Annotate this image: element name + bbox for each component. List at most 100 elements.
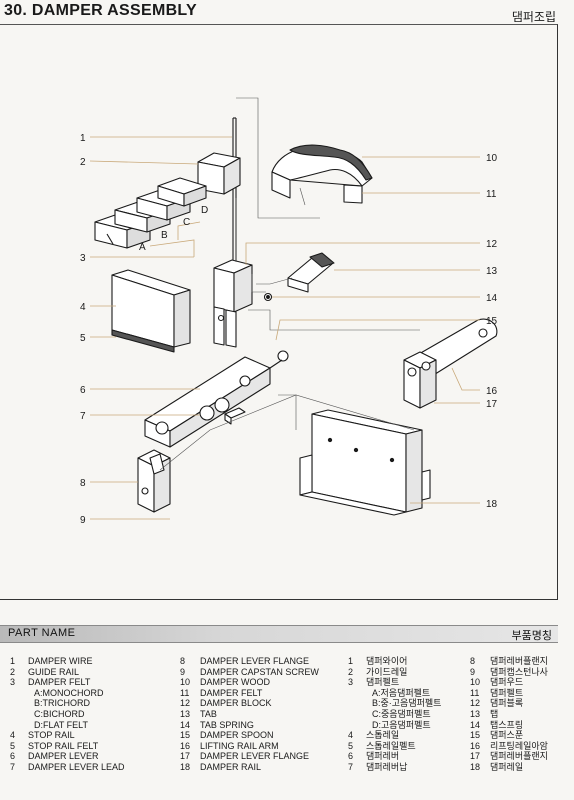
part-name: DAMPER FELT	[200, 687, 263, 698]
callout-6: 6	[80, 385, 86, 396]
callout-17: 17	[486, 399, 498, 410]
part-number: 17	[470, 751, 481, 762]
part-list-item: B:중·고음댐퍼펠트	[348, 698, 441, 709]
part-name: DAMPER LEVER FLANGE	[200, 656, 310, 666]
page-title-korean: 댐퍼조립	[511, 10, 556, 24]
part-number: 2	[10, 666, 16, 677]
felt-label-d: D	[201, 205, 208, 216]
part-name: 댐퍼레일	[490, 761, 524, 772]
part-list-item: 18 댐퍼레일	[470, 762, 548, 773]
callout-10: 10	[486, 153, 498, 164]
part-number: 3	[10, 677, 16, 688]
part-list-item: 13 탭	[470, 709, 548, 720]
part-number: 15	[470, 730, 481, 741]
part-list-item: C:중음댐퍼펠트	[348, 709, 441, 720]
part-name: 댐퍼블록	[490, 698, 524, 709]
part-number: 4	[10, 730, 16, 741]
part-number: 6	[348, 751, 354, 762]
callout-12: 12	[486, 239, 498, 250]
callout-5: 5	[80, 333, 86, 344]
callout-7: 7	[80, 411, 86, 422]
part-name: DAMPER LEVER	[28, 751, 99, 762]
part-name: 탭스프링	[490, 719, 524, 730]
lifting-rail-arm-drawing	[403, 318, 498, 409]
part-name: 댐퍼레버플랜지	[490, 656, 548, 666]
part-name: 댐퍼펠트	[366, 677, 400, 688]
damper-rail-drawing	[299, 409, 431, 516]
part-name: TAB SPRING	[200, 719, 254, 730]
part-name: 탭	[490, 708, 499, 719]
part-number: 9	[470, 666, 476, 677]
part-number: 16	[180, 740, 191, 751]
callout-4: 4	[80, 302, 86, 313]
part-name: DAMPER BLOCK	[200, 698, 272, 709]
part-name: 댐퍼캡스턴나사	[490, 666, 548, 677]
part-list-item: B:TRICHORD	[10, 698, 125, 709]
part-name: D:고음댐퍼펠트	[372, 719, 431, 730]
part-number: 8	[180, 656, 186, 666]
part-name-title: PART NAME	[8, 627, 76, 639]
damper-wood-drawing	[271, 144, 373, 204]
part-name: 댐퍼레버납	[366, 761, 408, 772]
callout-1: 1	[80, 133, 86, 144]
tab-drawing	[287, 252, 335, 293]
part-number: 1	[348, 656, 354, 666]
callout-11: 11	[486, 189, 497, 200]
part-list-item: A:MONOCHORD	[10, 688, 125, 699]
part-number: 2	[348, 666, 354, 677]
part-list-item: 14 탭스프링	[470, 720, 548, 731]
part-name: B:TRICHORD	[34, 698, 90, 709]
part-name: LIFTING RAIL ARM	[200, 740, 279, 751]
part-number: 5	[10, 740, 16, 751]
part-name: C:중음댐퍼펠트	[372, 708, 431, 719]
part-number: 4	[348, 730, 354, 741]
part-name-title-korean: 부품명칭	[511, 630, 552, 642]
part-number: 13	[470, 708, 481, 719]
diagram-frame	[0, 24, 558, 600]
callout-2: 2	[80, 157, 86, 168]
part-number: 14	[180, 719, 191, 730]
part-list-item: C:BICHORD	[10, 709, 125, 720]
part-number: 11	[180, 687, 190, 698]
part-name: 리프팅레일아암	[490, 740, 548, 751]
callout-18: 18	[486, 499, 498, 510]
callout-13: 13	[486, 266, 498, 277]
part-list-item: 16 리프팅레일아암	[470, 741, 548, 752]
part-name: DAMPER SPOON	[200, 730, 274, 741]
part-number: 14	[470, 719, 481, 730]
part-number: 6	[10, 751, 16, 762]
part-list-item: 4 스톱레일	[348, 730, 441, 741]
damper-lever-flange-drawing	[137, 449, 171, 513]
part-name: B:중·고음댐퍼펠트	[372, 698, 442, 709]
part-number: 17	[180, 751, 191, 762]
damper-felt-drawing	[94, 177, 207, 249]
part-list-item: 16 LIFTING RAIL ARM	[180, 741, 319, 752]
exploded-diagram: 1 2 3 4 5 6 7 8 9 10 11 12 13 14 15 16 1…	[80, 97, 498, 526]
part-list-item: 9 댐퍼캡스턴나사	[470, 667, 548, 678]
felt-label-c: C	[183, 217, 190, 228]
part-name: DAMPER CAPSTAN SCREW	[200, 666, 319, 677]
part-name: DAMPER WOOD	[200, 677, 271, 688]
part-list-item: D:고음댐퍼펠트	[348, 720, 441, 731]
part-name: 스톱레일	[366, 730, 400, 741]
part-number: 18	[470, 761, 481, 772]
part-number: 16	[470, 740, 481, 751]
callout-14: 14	[486, 293, 498, 304]
damper-lever-drawing	[144, 350, 289, 448]
part-name-header: PART NAME 부품명칭	[0, 625, 558, 643]
